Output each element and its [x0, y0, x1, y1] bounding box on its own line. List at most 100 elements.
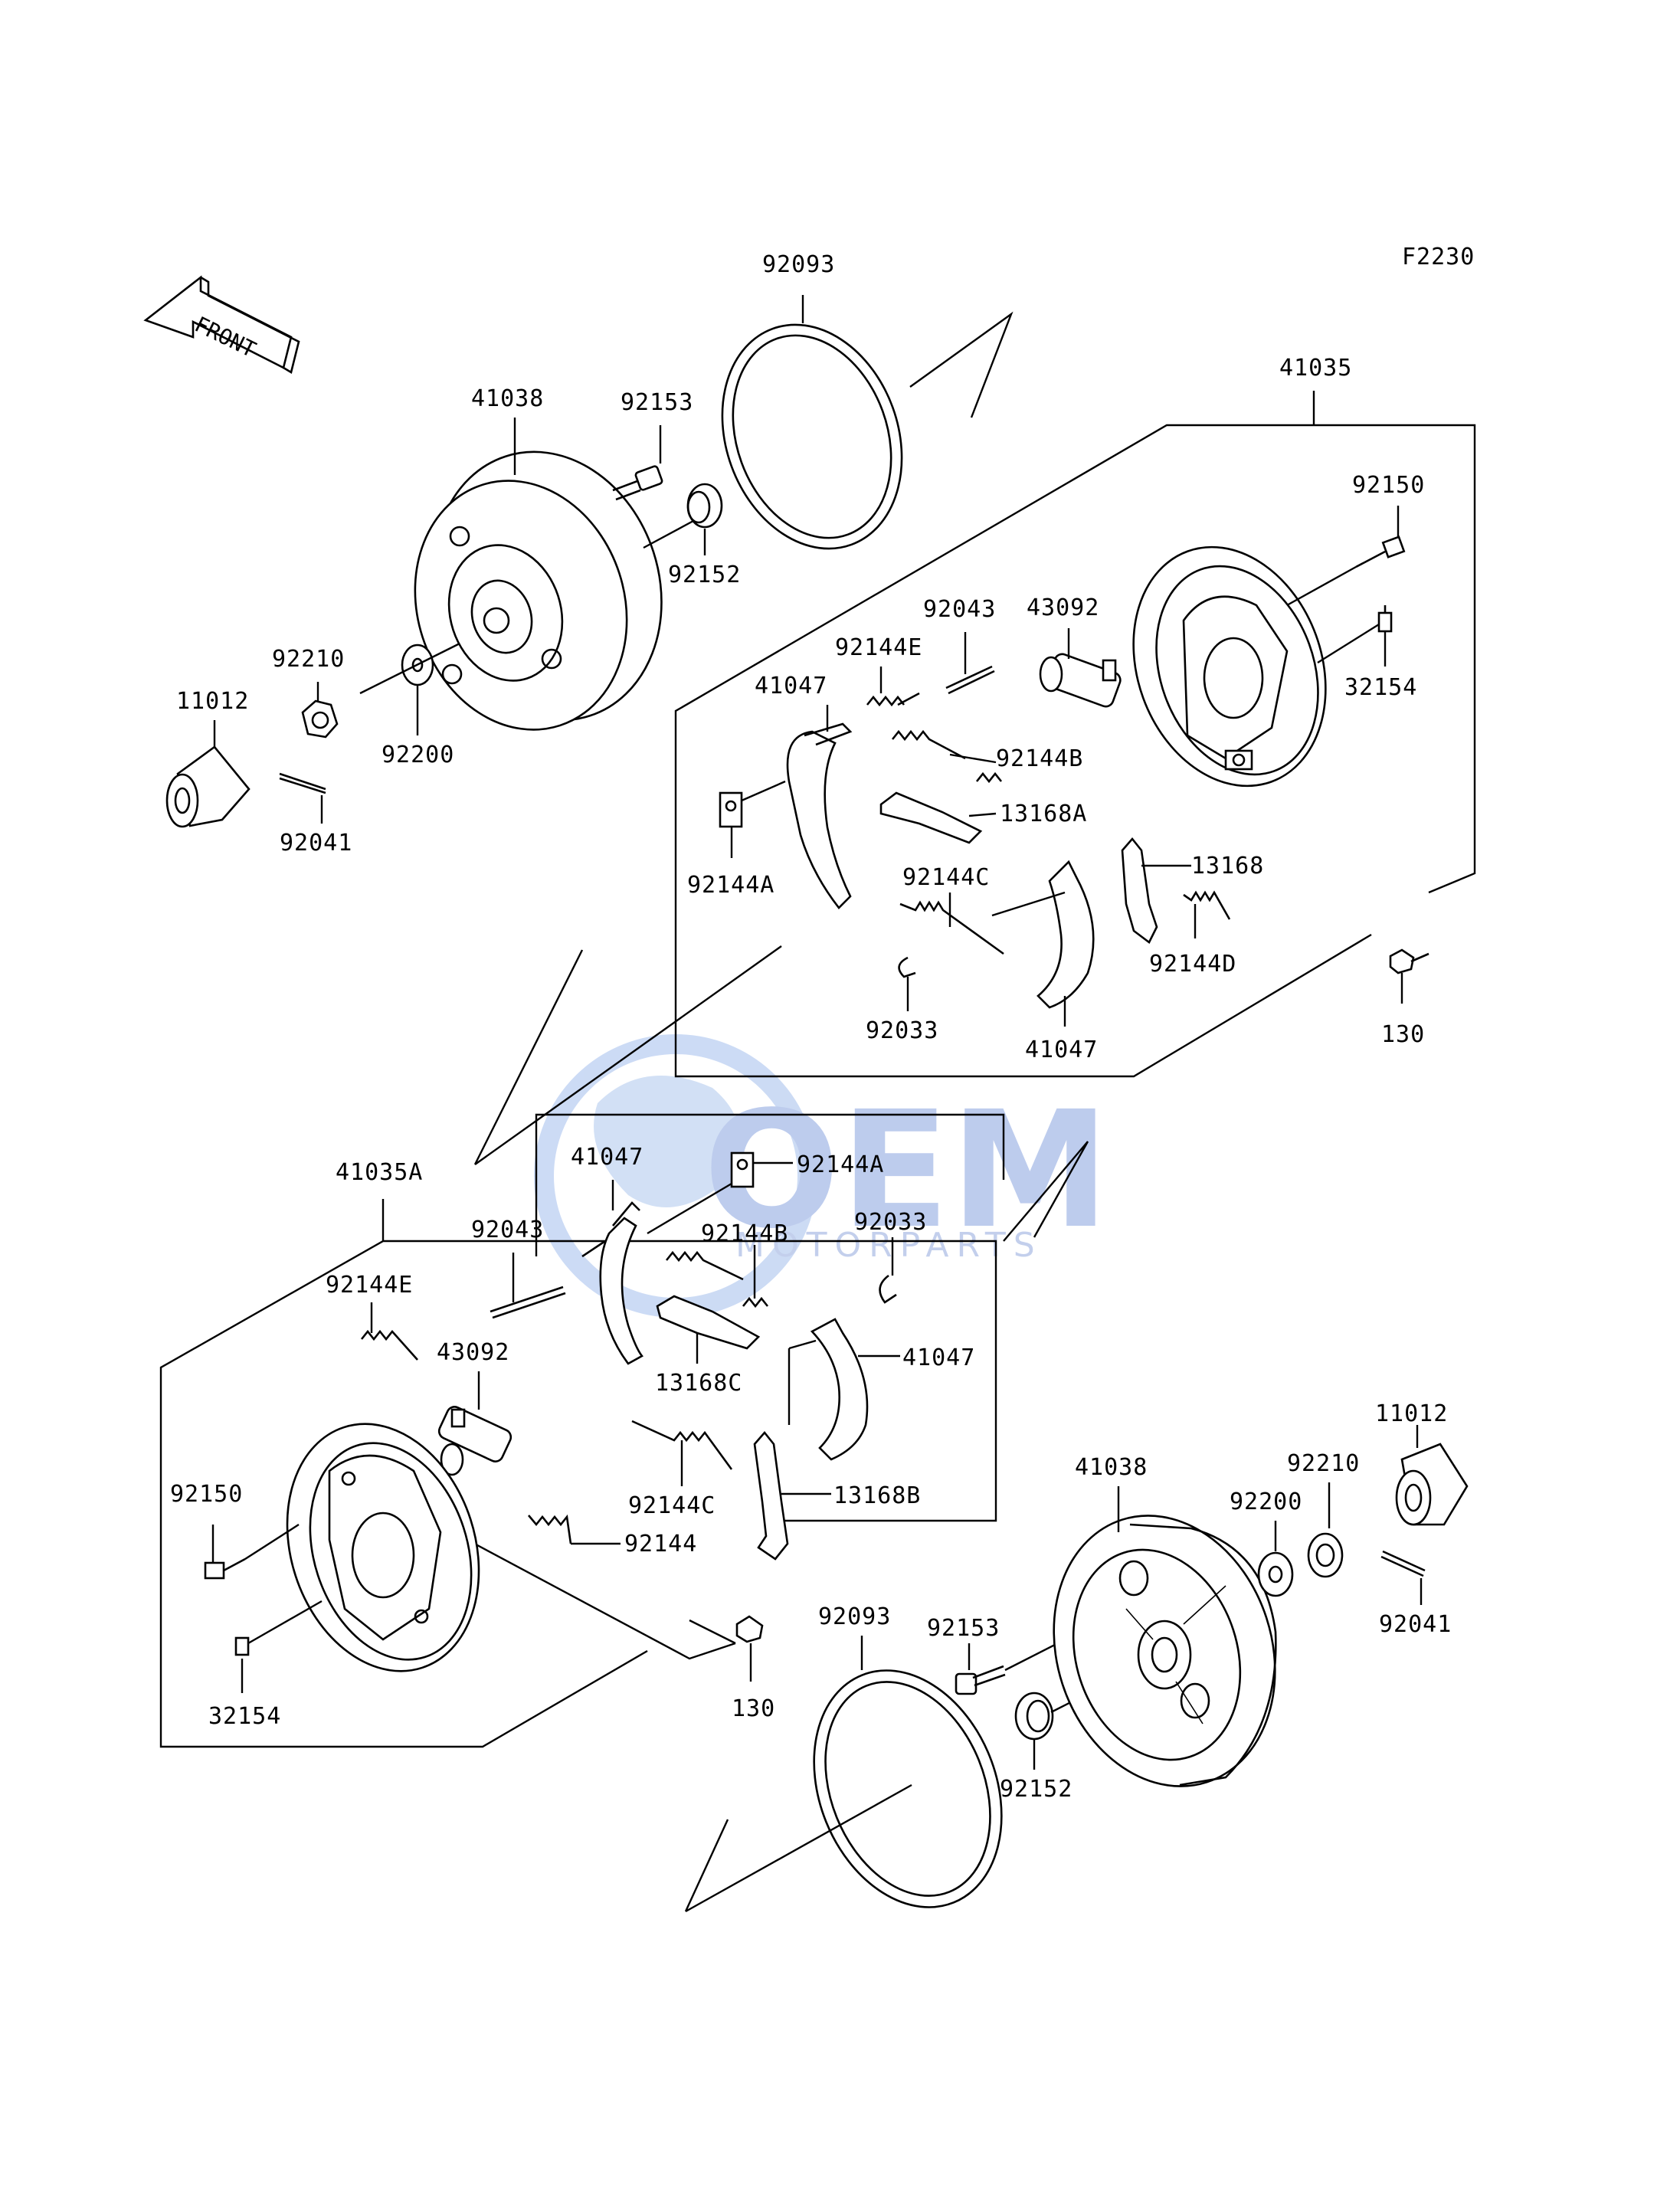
upper-hold-pin — [945, 665, 995, 695]
label-43092-lower: 43092 — [437, 1339, 509, 1366]
label-92200-upper: 92200 — [382, 742, 454, 768]
lower-top-bracket — [535, 1113, 1005, 1256]
lower-axle-nut — [1307, 1532, 1344, 1578]
label-130-lower: 130 — [732, 1695, 775, 1722]
label-13168C-lower: 13168C — [655, 1370, 742, 1397]
label-92043-lower: 92043 — [471, 1217, 544, 1243]
lower-brake-panel — [286, 1423, 480, 1672]
label-13168B-lower: 13168B — [833, 1482, 921, 1509]
upper-spring-e — [866, 692, 920, 707]
upper-plate — [1121, 837, 1158, 944]
upper-spring-b — [891, 729, 966, 760]
upper-bracket-lines — [674, 391, 1476, 1078]
lower-wheel-cylinder — [437, 1406, 513, 1476]
upper-ring-gasket — [721, 323, 903, 550]
label-92210-upper: 92210 — [272, 646, 345, 673]
upper-cotter-pin — [279, 772, 326, 794]
lower-cotter-pin — [1380, 1550, 1426, 1577]
label-92144A-upper: 92144A — [687, 872, 775, 899]
label-92144E-lower: 92144E — [326, 1272, 413, 1299]
lower-brake-shoe-b — [810, 1318, 869, 1461]
upper-ring-clip — [898, 956, 916, 978]
label-92153-lower: 92153 — [927, 1615, 1000, 1642]
label-92033-upper: 92033 — [866, 1017, 938, 1044]
label-92144B-lower: 92144B — [701, 1220, 788, 1247]
label-92152-lower: 92152 — [1000, 1776, 1073, 1803]
label-92150-lower: 92150 — [170, 1481, 243, 1508]
label-41035: 41035 — [1279, 355, 1352, 382]
label-92144D-upper: 92144D — [1149, 951, 1236, 978]
watermark-sub: MOTORPARTS — [735, 1226, 1043, 1265]
label-32154-lower: 32154 — [208, 1703, 281, 1730]
upper-cap — [165, 745, 251, 828]
upper-brake-shoe-a — [786, 722, 853, 909]
label-92144C-lower: 92144C — [628, 1492, 716, 1519]
label-41047-upper-b: 41047 — [1025, 1037, 1098, 1063]
label-41047-upper-a: 41047 — [755, 673, 827, 699]
label-92144E-upper: 92144E — [835, 634, 922, 661]
lower-bracket-lines — [159, 1199, 997, 1748]
label-92210-lower: 92210 — [1287, 1450, 1360, 1477]
lower-washer — [1257, 1551, 1294, 1597]
label-13168A-upper: 13168A — [1000, 801, 1087, 827]
upper-bleed-nipple — [1377, 605, 1393, 633]
upper-lever — [879, 791, 983, 844]
label-92144A-lower: 92144A — [797, 1151, 884, 1178]
lower-hub-bolt — [955, 1665, 1006, 1695]
lower-hold-pin — [490, 1286, 566, 1319]
watermark-globe-land — [594, 1076, 740, 1207]
label-41047-lower-a: 41047 — [571, 1144, 644, 1171]
lower-spring-e — [360, 1329, 418, 1361]
upper-guide-lines — [473, 945, 782, 1165]
label-92144B-upper: 92144B — [996, 745, 1083, 772]
upper-bearing — [686, 483, 723, 529]
lower-right-guide — [1003, 1141, 1089, 1242]
label-92152-upper: 92152 — [668, 562, 741, 588]
lower-bearing — [1014, 1692, 1054, 1741]
label-43092-upper: 43092 — [1027, 594, 1099, 621]
label-92041-upper: 92041 — [280, 830, 352, 856]
front-arrow-icon: FRONT — [143, 275, 300, 375]
lower-brake-shoe-a — [581, 1201, 644, 1365]
lower-bleed-bolt — [735, 1615, 764, 1643]
label-92150-upper: 92150 — [1352, 472, 1425, 499]
lower-brake-drum — [1053, 1515, 1277, 1787]
lower-ring-guide — [684, 1783, 912, 1913]
label-92041-lower: 92041 — [1379, 1611, 1452, 1638]
label-92144-lower: 92144 — [624, 1531, 697, 1557]
label-92153-upper: 92153 — [621, 389, 693, 416]
lower-ring-clip — [879, 1274, 897, 1304]
upper-ring-guide — [909, 311, 1014, 418]
label-11012-upper: 11012 — [176, 688, 249, 715]
label-92033-lower: 92033 — [854, 1209, 927, 1236]
lower-cap — [1395, 1443, 1469, 1526]
upper-hub-bolt — [612, 465, 663, 501]
label-11012-lower: 11012 — [1375, 1400, 1448, 1427]
label-92093-upper: 92093 — [762, 251, 835, 278]
upper-brake-drum — [414, 450, 663, 731]
lower-plate — [753, 1430, 789, 1561]
upper-bleed-bolt — [1389, 948, 1429, 974]
lower-bleed-nipple — [234, 1636, 250, 1656]
label-41038-lower: 41038 — [1075, 1454, 1148, 1481]
lower-panel-bolt — [204, 1557, 246, 1580]
label-41038-upper: 41038 — [471, 385, 544, 412]
upper-panel-bolt — [1355, 536, 1406, 568]
upper-axle-nut — [301, 699, 339, 739]
label-92200-lower: 92200 — [1230, 1489, 1302, 1515]
upper-clip — [719, 791, 743, 828]
lower-assembly: 41035A 41047 92144A 92144B 92033 92043 — [159, 1113, 1469, 1913]
upper-wheel-cylinder — [1039, 653, 1122, 708]
label-130-upper: 130 — [1381, 1021, 1425, 1048]
lower-clip — [730, 1151, 755, 1188]
label-32154-upper: 32154 — [1344, 674, 1417, 701]
lower-spring — [528, 1514, 572, 1544]
lower-spring-b — [665, 1250, 744, 1281]
upper-spring-d — [1183, 890, 1231, 920]
label-13168-upper: 13168 — [1191, 853, 1264, 879]
lower-mid-guide — [467, 1538, 736, 1660]
upper-brake-shoe-b — [1036, 860, 1095, 1009]
upper-spring-c — [899, 900, 1004, 955]
